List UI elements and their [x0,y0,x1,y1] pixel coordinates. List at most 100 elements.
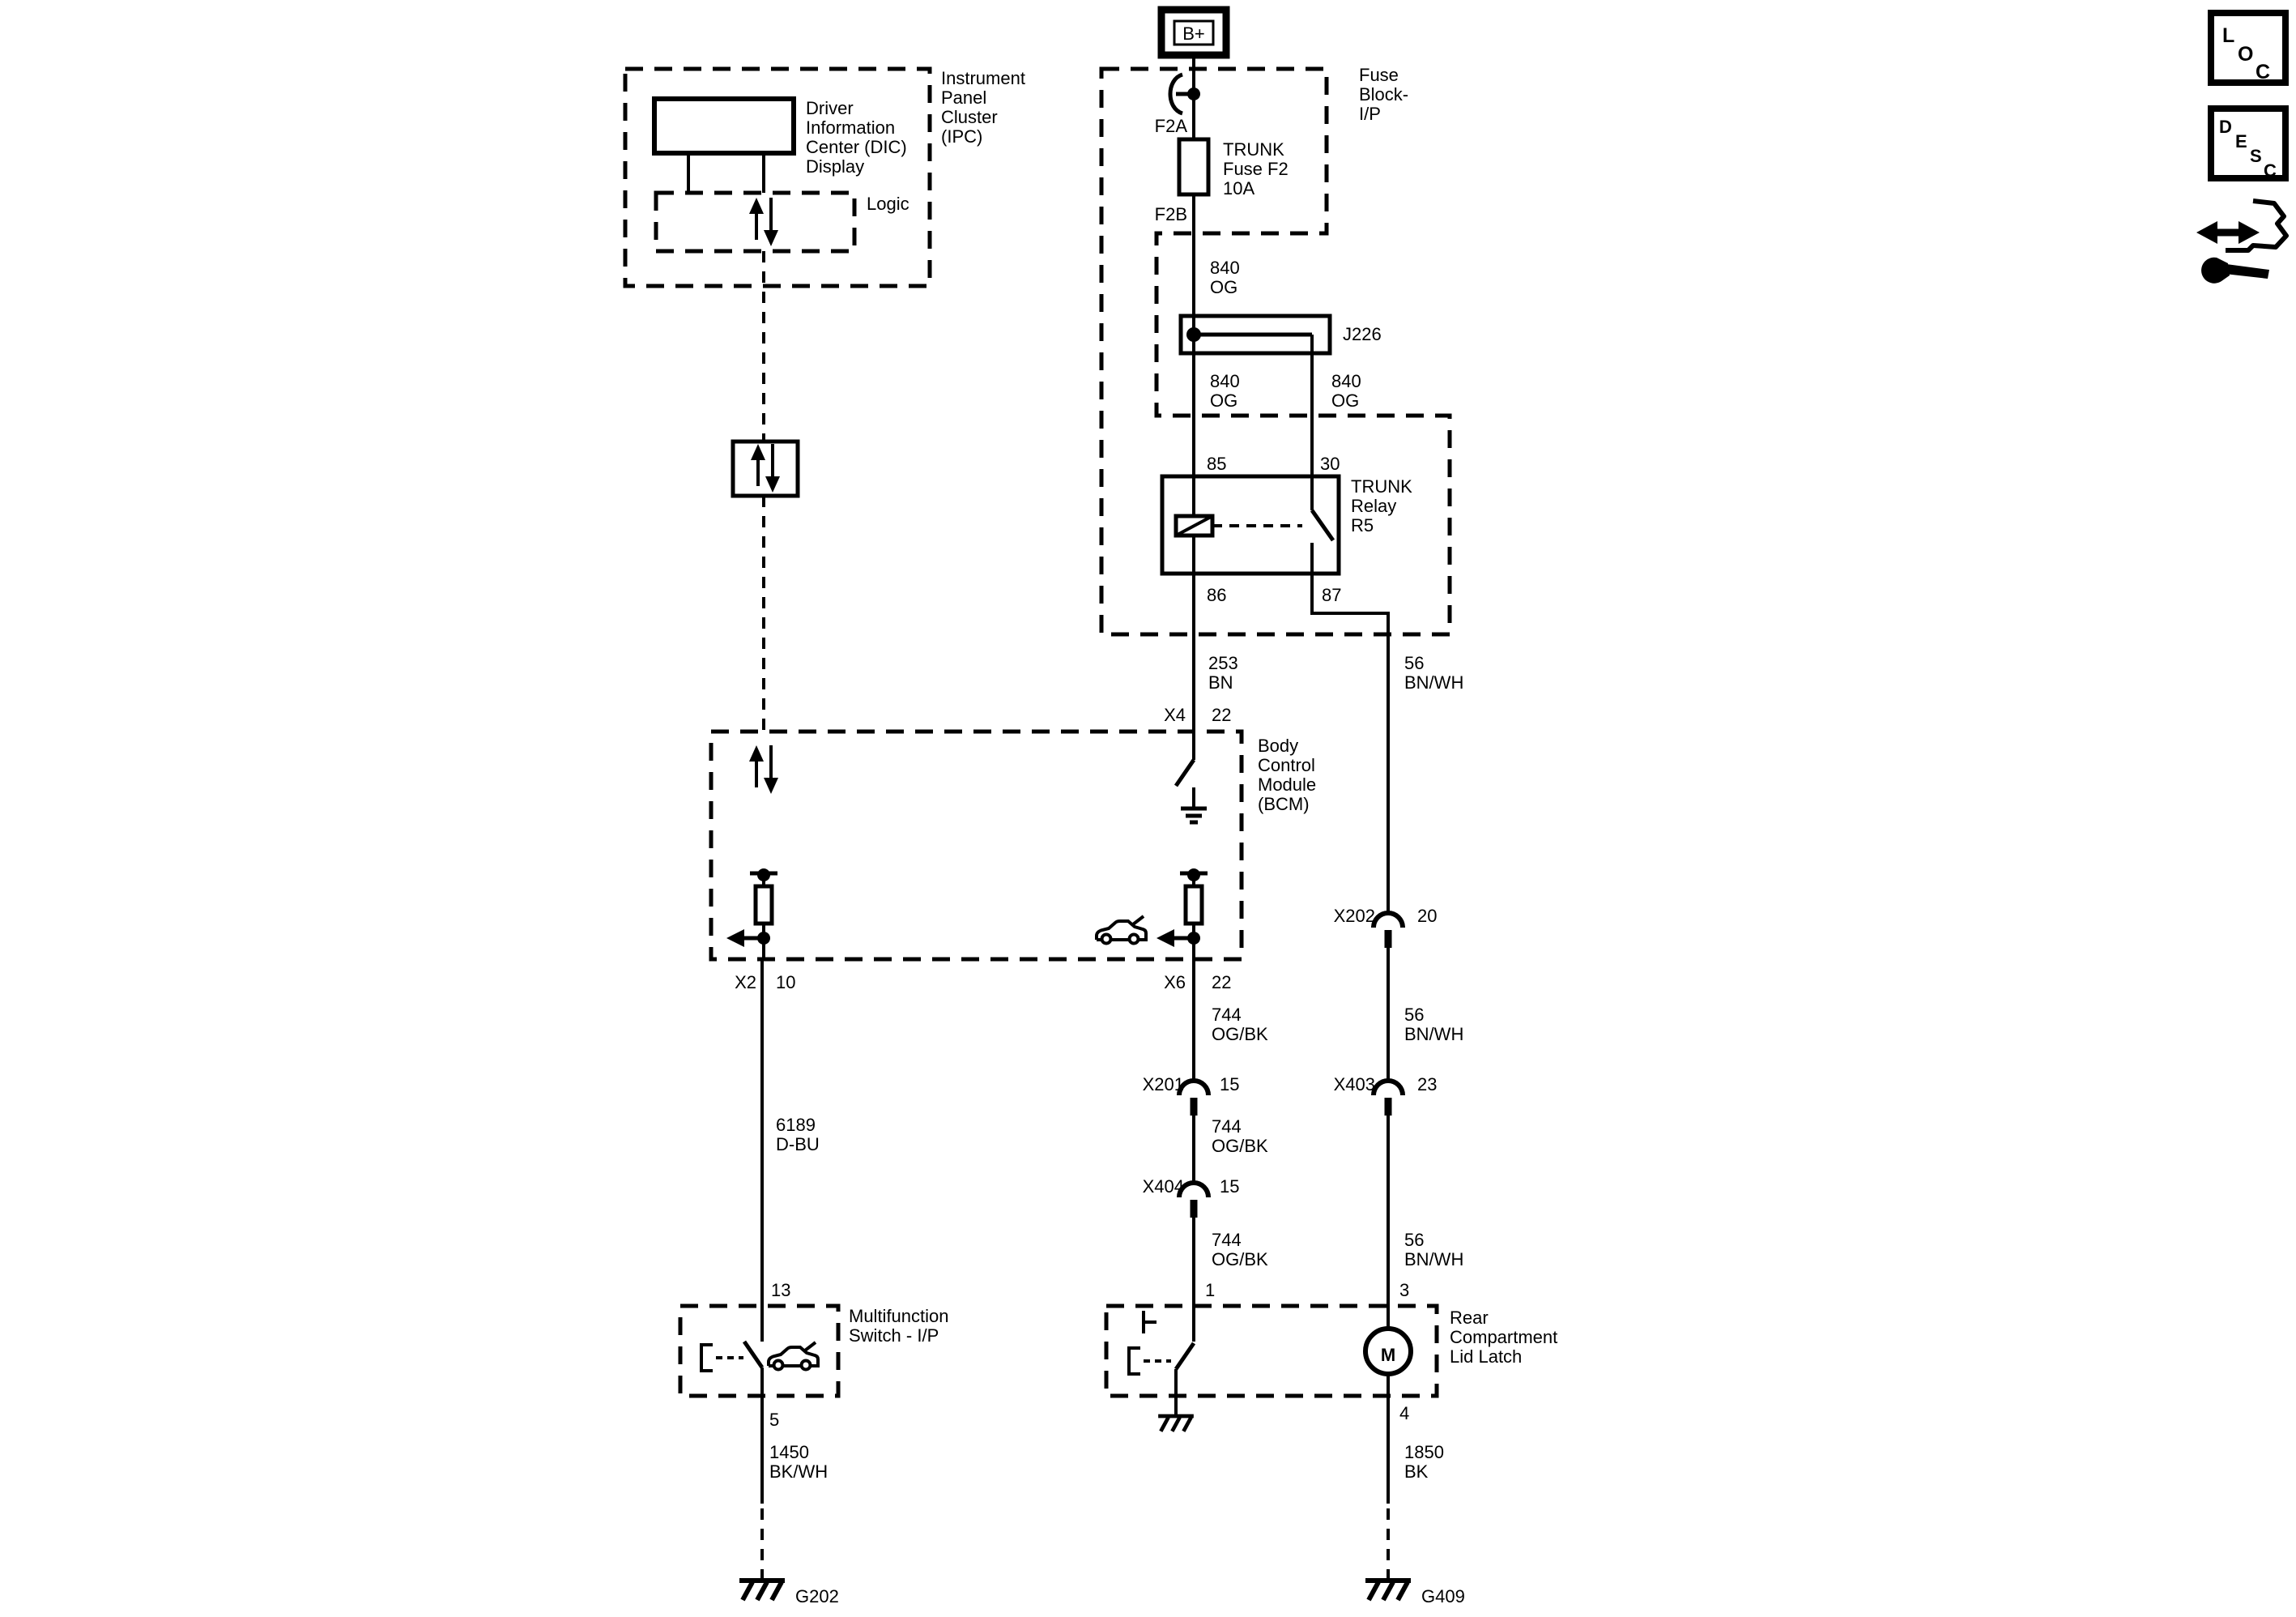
svg-text:BK/WH: BK/WH [769,1461,828,1482]
svg-text:15: 15 [1220,1074,1239,1094]
svg-text:OG/BK: OG/BK [1212,1136,1268,1156]
ground-g409-label: G409 [1421,1586,1465,1606]
wire-label-840-og: 840 OG [1210,371,1240,411]
inline-connector-icon [1374,913,1403,948]
ipc-label: Instrument Panel Cluster (IPC) [941,68,1025,147]
wire-label-744-ogbk: 744 OG/BK [1212,1116,1268,1156]
svg-text:X201: X201 [1143,1074,1184,1094]
nav-arrow-wrench-icon[interactable] [2196,198,2289,284]
serial-comm-arrows-icon [748,744,780,796]
mfs-switch-blade-icon [742,1340,765,1369]
splice-label: J226 [1343,324,1382,344]
svg-text:744: 744 [1212,1005,1242,1025]
svg-text:Cluster: Cluster [941,107,998,127]
latch-pin-1: 1 [1205,1280,1215,1300]
bcm-output-driver-icon [1157,868,1208,959]
fuse-icon [1177,137,1211,197]
relay-pin-86: 86 [1207,585,1226,605]
bcm-input-switch-icon [1174,732,1207,822]
relay-pin-87: 87 [1322,585,1341,605]
svg-text:1450: 1450 [769,1442,809,1462]
logic-label: Logic [867,194,909,214]
svg-text:Information: Information [806,117,895,138]
f2a-clip-icon [1168,72,1200,116]
svg-text:Lid Latch: Lid Latch [1450,1346,1522,1367]
svg-text:744: 744 [1212,1116,1242,1137]
bcm-output-driver-icon [726,868,777,959]
fuse-block-outline [1099,66,1452,637]
svg-text:Instrument: Instrument [941,68,1025,88]
svg-text:OG: OG [1331,390,1359,411]
svg-text:R5: R5 [1351,515,1374,535]
serial-gateway-box [731,439,800,498]
svg-text:Control: Control [1258,755,1315,775]
svg-text:23: 23 [1417,1074,1437,1094]
trunk-relay-label: TRUNK Relay R5 [1351,476,1412,535]
wire-label-840-og: 840 OG [1210,258,1240,297]
latch-label: Rear Compartment Lid Latch [1450,1308,1557,1367]
svg-text:Body: Body [1258,736,1298,756]
svg-text:1850: 1850 [1404,1442,1444,1462]
svg-text:TRUNK: TRUNK [1351,476,1412,497]
svg-text:Panel: Panel [941,87,986,108]
bcm-pin-10: 10 [776,972,795,992]
svg-text:840: 840 [1210,371,1240,391]
motor-label: M [1381,1345,1395,1365]
relay-switch-icon [1310,509,1335,574]
latch-striker-icon [1142,1311,1157,1333]
svg-text:BK: BK [1404,1461,1429,1482]
svg-text:Rear: Rear [1450,1308,1489,1328]
motor-icon: M [1363,1326,1413,1376]
bcm-module: X4 22 Body Control Module (BCM) [709,705,1316,962]
svg-text:X403: X403 [1334,1074,1375,1094]
svg-text:Fuse F2: Fuse F2 [1223,159,1289,179]
svg-text:OG: OG [1210,277,1237,297]
svg-text:56: 56 [1404,1230,1424,1250]
svg-text:D-BU: D-BU [776,1134,820,1154]
svg-text:840: 840 [1331,371,1361,391]
svg-text:Fuse: Fuse [1359,65,1399,85]
bcm-pin-22: 22 [1212,705,1231,725]
ground-chassis-icon [739,1581,785,1600]
ground-chassis-icon [1365,1581,1411,1600]
desc-letter: C [2264,160,2277,181]
loc-letter: C [2256,61,2270,83]
svg-text:I/P: I/P [1359,104,1381,124]
relay-coil-icon [1174,514,1215,538]
svg-text:Block-: Block- [1359,84,1408,105]
svg-text:20: 20 [1417,906,1437,926]
svg-text:Display: Display [806,156,864,177]
svg-text:Center (DIC): Center (DIC) [806,137,907,157]
latch-pin-4: 4 [1399,1403,1409,1423]
pin-f2a: F2A [1155,116,1188,136]
ipc-module: Instrument Panel Cluster (IPC) Driver In… [623,66,1025,288]
bcm-pin-22b: 22 [1212,972,1231,992]
dic-label: Driver Information Center (DIC) Display [806,98,907,177]
pin-f2b: F2B [1155,204,1187,224]
mfs-pin-13: 13 [771,1280,790,1300]
inline-connector-icon [1179,1183,1208,1218]
wire-label-6189-dbu: 6189 D-BU [776,1115,820,1154]
wire-label-56-bnwh: 56 BN/WH [1404,653,1463,693]
svg-text:Driver: Driver [806,98,854,118]
desc-icon[interactable]: D E S C [2208,105,2289,181]
svg-text:X404: X404 [1143,1176,1184,1197]
latch-switch-blade-icon [1174,1342,1196,1371]
trunk-fuse-label: TRUNK Fuse F2 10A [1223,139,1289,198]
rear-lid-latch: Rear Compartment Lid Latch M [1104,1303,1557,1414]
svg-text:BN/WH: BN/WH [1404,1024,1463,1044]
car-trunk-icon [1095,915,1148,945]
loc-icon[interactable]: L O C [2208,10,2289,86]
wire-56-bnwh-top [1310,574,1390,914]
svg-text:10A: 10A [1223,178,1254,198]
loc-letter: L [2222,24,2234,47]
logic-box [654,190,857,254]
svg-text:56: 56 [1404,1005,1424,1025]
svg-text:Switch - I/P: Switch - I/P [849,1325,939,1346]
bcm-conn-x4: X4 [1164,705,1186,725]
car-trunk-icon [767,1341,820,1372]
svg-text:15: 15 [1220,1176,1239,1197]
svg-text:X202: X202 [1334,906,1375,926]
connector-x403: X403 23 [1334,1074,1437,1116]
